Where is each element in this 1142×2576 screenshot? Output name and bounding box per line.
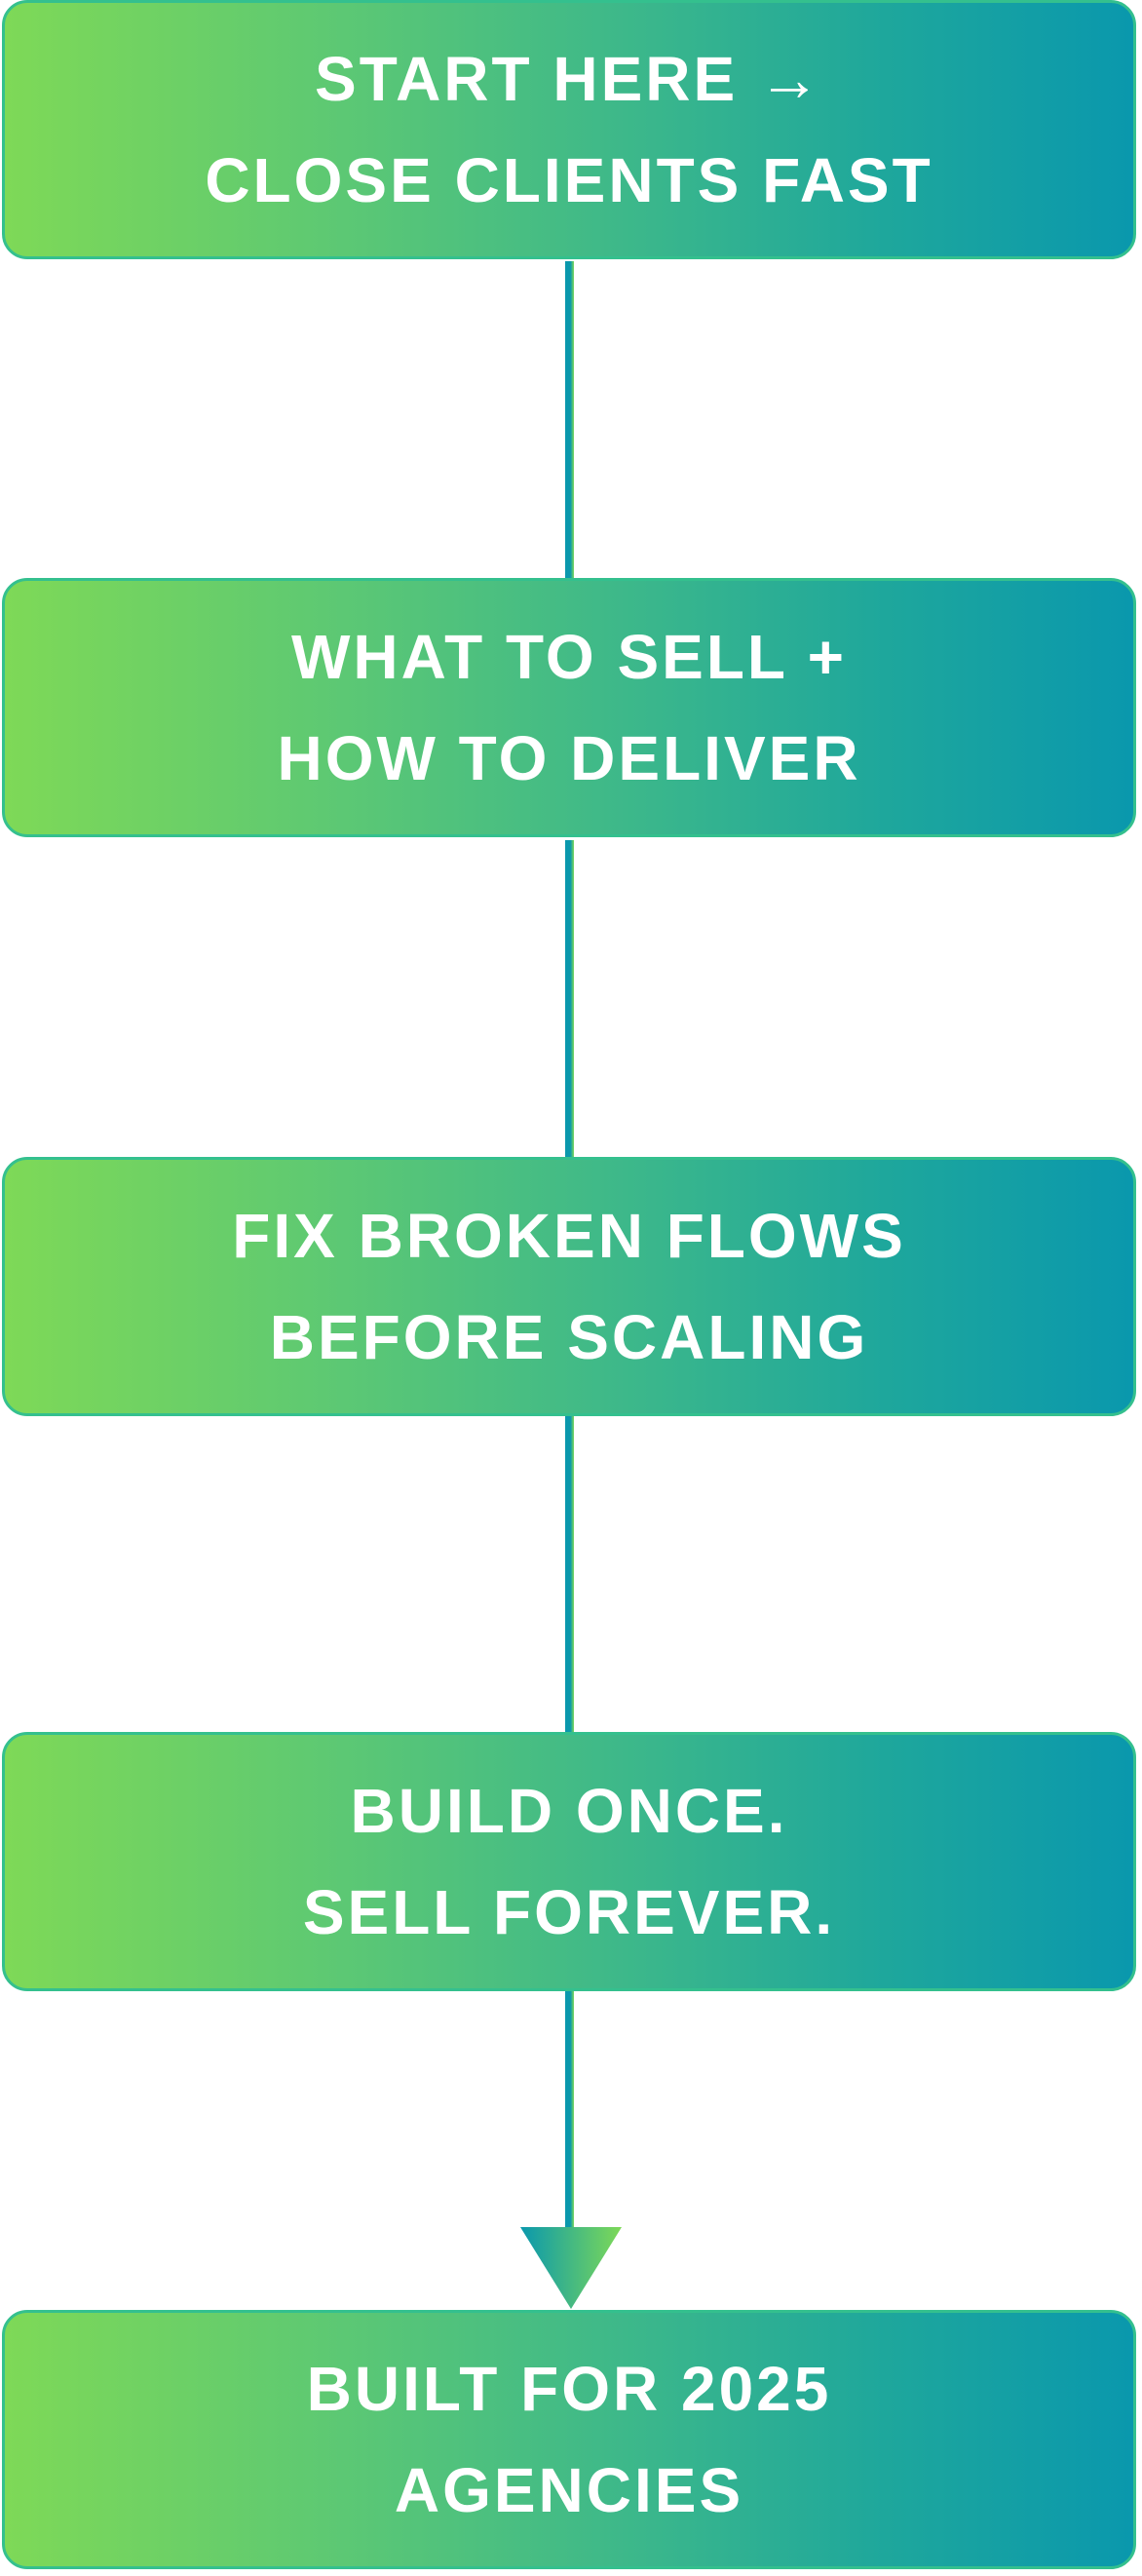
step-build-once: BUILD ONCE. SELL FOREVER. <box>2 1732 1136 1991</box>
step-text-line1: FIX BROKEN FLOWS <box>232 1201 906 1271</box>
step-text-line2: HOW TO DELIVER <box>277 723 861 793</box>
step-text-line1: WHAT TO SELL + <box>290 622 848 692</box>
step-text-line2: AGENCIES <box>394 2455 744 2525</box>
step-start-here: START HERE → CLOSE CLIENTS FAST <box>2 0 1136 259</box>
connector-3-4 <box>565 1415 574 1737</box>
step-text-line1: BUILT FOR 2025 <box>306 2354 832 2424</box>
step-text-line1: START HERE → <box>315 44 823 114</box>
arrow-down-icon <box>520 2227 622 2309</box>
step-text-line2: BEFORE SCALING <box>269 1302 869 1372</box>
connector-4-5 <box>565 1990 574 2229</box>
step-built-for-2025: BUILT FOR 2025 AGENCIES <box>2 2310 1136 2569</box>
connector-2-3 <box>565 840 574 1162</box>
step-text-line1: BUILD ONCE. <box>350 1776 788 1846</box>
step-text-line2: SELL FOREVER. <box>302 1877 836 1947</box>
connector-1-2 <box>565 261 574 583</box>
step-what-to-sell: WHAT TO SELL + HOW TO DELIVER <box>2 578 1136 837</box>
step-fix-broken-flows: FIX BROKEN FLOWS BEFORE SCALING <box>2 1157 1136 1416</box>
step-text-line2: CLOSE CLIENTS FAST <box>205 145 933 215</box>
